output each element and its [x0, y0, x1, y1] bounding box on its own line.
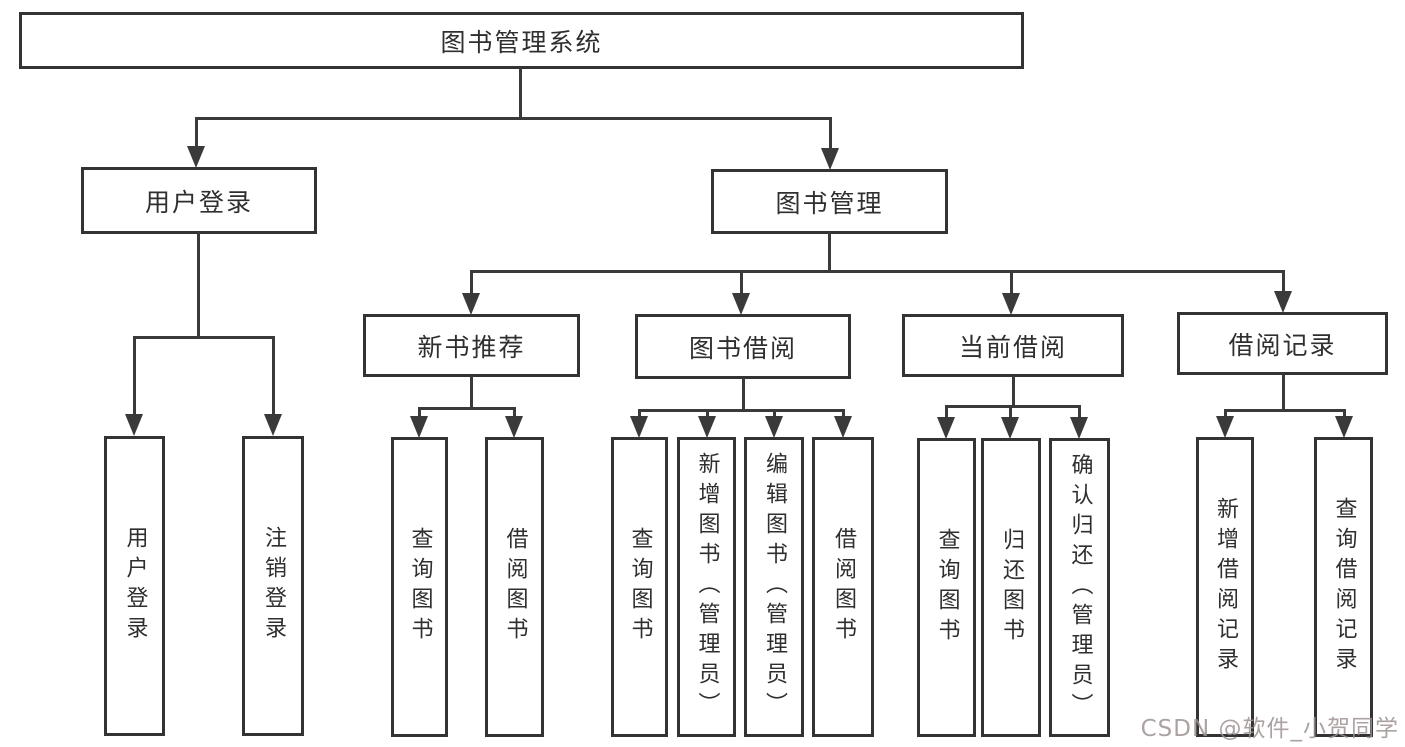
- node-current-borrow: 当前借阅: [902, 314, 1124, 377]
- arrow-down-icon: [1001, 417, 1019, 439]
- node-query-borrow-record: 查询借阅记录: [1314, 437, 1373, 737]
- node-borrow-book-recommend: 借阅图书: [485, 437, 544, 737]
- connector-stem-line: [1282, 271, 1285, 299]
- node-user-login-leaf: 用户登录: [104, 436, 165, 736]
- arrow-down-icon: [187, 146, 205, 168]
- node-new-book-recommend: 新书推荐: [363, 314, 580, 377]
- node-return-book: 归还图书: [981, 438, 1041, 737]
- connector-rail-line: [470, 270, 1285, 273]
- connector-stem-line: [133, 337, 136, 422]
- node-query-book-borrow: 查询图书: [611, 437, 668, 737]
- connector-rail-line: [133, 336, 275, 339]
- connector-drop-line: [742, 378, 745, 410]
- arrow-down-icon: [410, 416, 428, 438]
- node-query-book-recommend: 查询图书: [391, 437, 448, 737]
- connector-drop-line: [1012, 376, 1015, 406]
- connector-rail-line: [945, 405, 1081, 408]
- arrow-down-icon: [264, 414, 282, 436]
- connector-rail-line: [418, 407, 516, 410]
- arrow-down-icon: [1274, 291, 1292, 313]
- connector-drop-line: [519, 67, 522, 118]
- arrow-down-icon: [698, 416, 716, 438]
- arrow-down-icon: [732, 293, 750, 315]
- csdn-watermark: CSDN @软件_小贺同学: [1140, 716, 1399, 742]
- connector-stem-line: [470, 271, 473, 301]
- connector-stem-line: [945, 406, 948, 425]
- arrow-down-icon: [462, 293, 480, 315]
- connector-rail-line: [638, 409, 845, 412]
- connector-stem-line: [272, 337, 275, 422]
- connector-stem-line: [1009, 406, 1012, 425]
- arrow-down-icon: [834, 416, 852, 438]
- arrow-down-icon: [1002, 293, 1020, 315]
- connector-stem-line: [1078, 406, 1081, 425]
- arrow-down-icon: [1070, 417, 1088, 439]
- node-add-borrow-record: 新增借阅记录: [1196, 437, 1254, 737]
- node-query-book-current: 查询图书: [917, 438, 976, 737]
- arrow-down-icon: [125, 414, 143, 436]
- node-add-book-admin: 新增图书（管理员）: [677, 437, 736, 737]
- node-confirm-return-admin: 确认归还（管理员）: [1049, 438, 1110, 737]
- node-borrow-record: 借阅记录: [1177, 312, 1388, 375]
- connector-drop-line: [828, 232, 831, 271]
- arrow-down-icon: [630, 416, 648, 438]
- connector-stem-line: [740, 271, 743, 301]
- arrow-down-icon: [505, 416, 523, 438]
- node-library-system: 图书管理系统: [19, 12, 1024, 69]
- connector-stem-line: [1010, 271, 1013, 301]
- connector-drop-line: [470, 376, 473, 408]
- node-user-login: 用户登录: [81, 167, 317, 234]
- arrow-down-icon: [821, 148, 839, 170]
- node-logout-leaf: 注销登录: [242, 436, 304, 736]
- node-book-borrow: 图书借阅: [635, 314, 851, 379]
- arrow-down-icon: [1216, 416, 1234, 438]
- connector-rail-line: [1224, 409, 1346, 412]
- connector-rail-line: [195, 117, 832, 120]
- node-book-management: 图书管理: [711, 169, 948, 234]
- arrow-down-icon: [1335, 416, 1353, 438]
- node-borrow-book-leaf: 借阅图书: [812, 437, 874, 737]
- connector-stem-line: [195, 118, 198, 154]
- connector-drop-line: [1282, 374, 1285, 410]
- node-edit-book-admin: 编辑图书（管理员）: [744, 437, 804, 737]
- arrow-down-icon: [765, 416, 783, 438]
- connector-drop-line: [197, 232, 200, 337]
- arrow-down-icon: [937, 417, 955, 439]
- connector-stem-line: [829, 118, 832, 156]
